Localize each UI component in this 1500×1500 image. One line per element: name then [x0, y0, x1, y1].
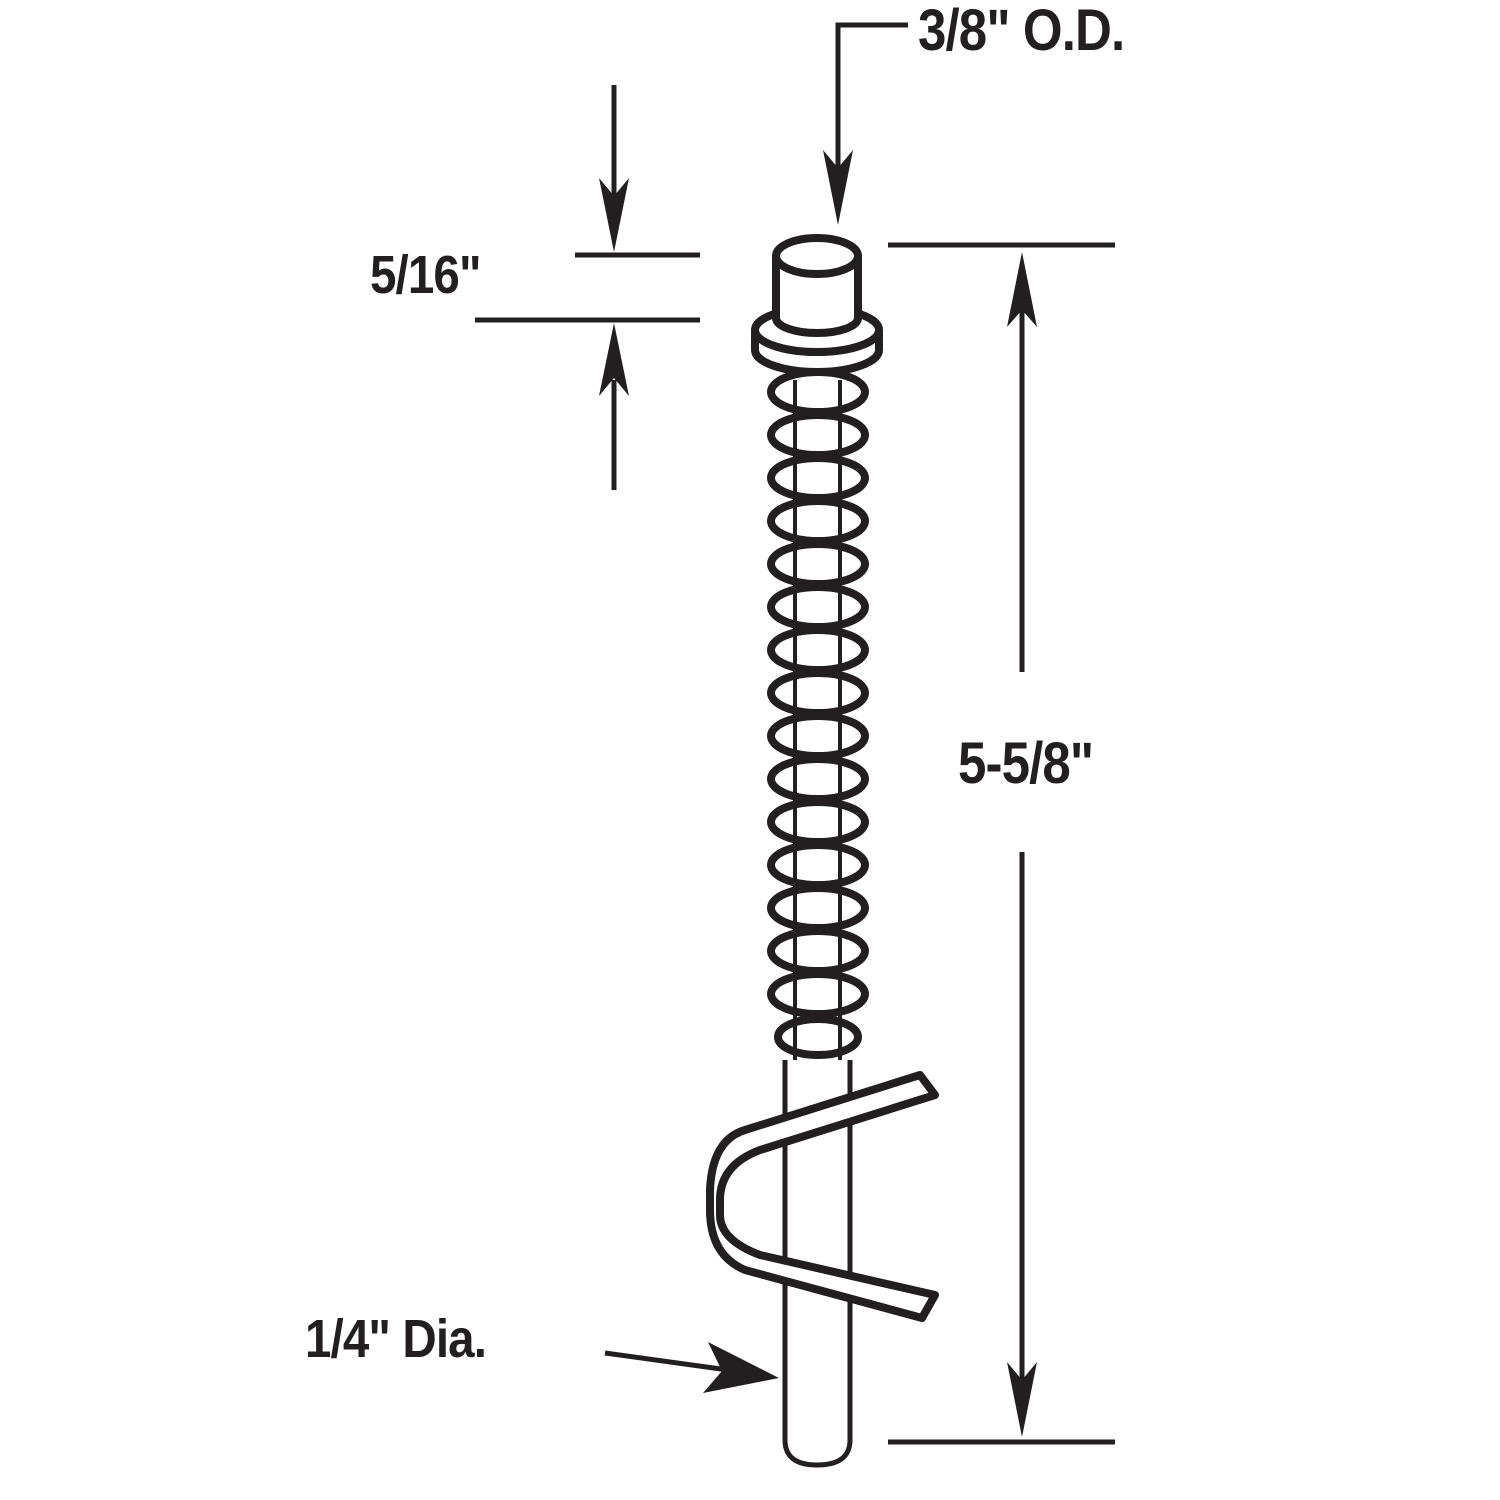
spring-clip [706, 1071, 939, 1322]
outer-diameter-label: 3/8" O.D. [918, 0, 1125, 63]
bolt-head [772, 234, 862, 337]
head-height-dimension [475, 85, 700, 490]
od-leader-arrow [823, 22, 908, 225]
shaft-diameter-label: 1/4" Dia. [305, 1309, 487, 1369]
overall-length-label: 5-5/8" [958, 731, 1094, 796]
return-spring [767, 368, 869, 1059]
spring-inner-shaft [793, 380, 842, 1060]
head-height-label: 5/16" [370, 245, 481, 305]
overall-length-dimension [888, 242, 1115, 1445]
shaft-diameter-leader-arrow [604, 1342, 779, 1393]
